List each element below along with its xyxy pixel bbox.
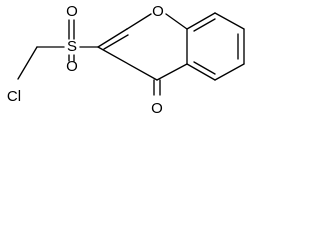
atom-labels: Cl S O O O O (7, 3, 164, 117)
sulfonyl-oxygen-top-label: O (66, 3, 78, 20)
bond-c6-c5 (214, 63, 245, 81)
sulfonyl-oxygen-bottom-label: O (66, 58, 78, 75)
chromone-sulfone-structure: Cl S O O O O (7, 3, 245, 117)
bond-o1-c8a (165, 13, 188, 30)
bond-lines (17, 12, 245, 96)
bond-c3-c2-double (103, 34, 129, 50)
bond-c8a-c8 (186, 12, 216, 30)
bond-c4a-c4 (156, 63, 188, 81)
carbonyl-oxygen-label: O (151, 100, 163, 117)
bond-c4-c3 (97, 46, 158, 81)
bond-benzene-inner-top (193, 18, 216, 32)
bond-benzene-inner-bottom (193, 61, 216, 75)
bond-c2-o1 (126, 13, 152, 30)
chlorine-label: Cl (7, 88, 21, 105)
ring-oxygen-label: O (152, 3, 164, 20)
bond-c5-c4a (186, 63, 216, 81)
sulfur-label: S (67, 38, 77, 55)
bond-c3-c2 (97, 28, 128, 48)
bond-cl-ch2 (17, 46, 38, 80)
bond-c8-c7 (214, 12, 245, 30)
